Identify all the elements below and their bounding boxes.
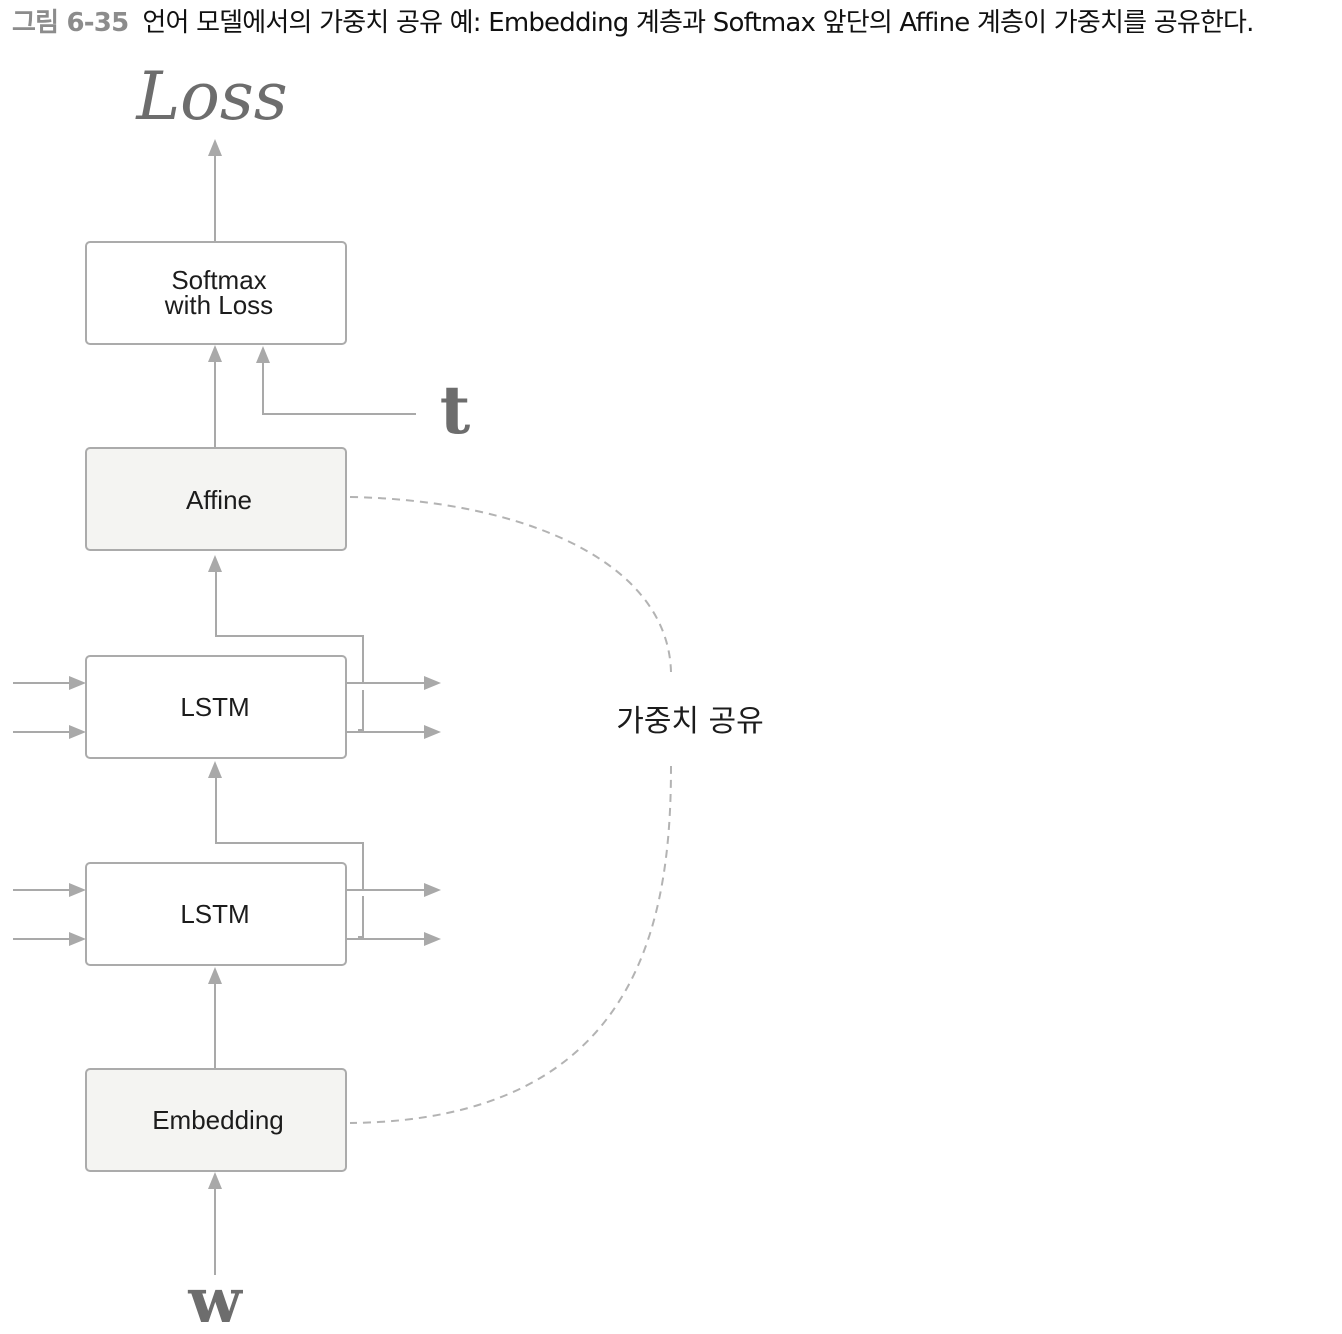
softmax-with-loss-layer: Softmax with Loss — [85, 241, 347, 345]
input-label: w — [187, 1264, 243, 1334]
arrow-lstm-to-affine — [208, 555, 364, 684]
lstm-upper-outgoing-arrows — [346, 676, 441, 739]
loss-label: Loss — [135, 58, 287, 135]
figure-caption: 그림 6-35 언어 모델에서의 가중치 공유 예: Embedding 계층과 … — [12, 6, 1340, 40]
arrow-embedding-to-lstm — [208, 967, 222, 1068]
softmax-label-line2: with Loss — [164, 290, 273, 320]
affine-layer: Affine — [85, 447, 347, 551]
affine-label: Affine — [186, 485, 252, 515]
arrow-input-to-embedding — [208, 1172, 222, 1275]
lstm-layer-upper: LSTM — [85, 655, 347, 759]
figure-number: 그림 6-35 — [12, 8, 129, 38]
arrow-lstm-to-lstm — [208, 761, 364, 890]
lstm-upper-label: LSTM — [180, 692, 249, 722]
lstm-lower-label: LSTM — [180, 899, 249, 929]
lstm-upper-incoming-arrows — [13, 676, 86, 739]
embedding-label: Embedding — [152, 1105, 284, 1135]
weight-sharing-label: 가중치 공유 — [616, 704, 764, 739]
lstm-lower-incoming-arrows — [13, 883, 86, 946]
weight-sharing-connector-lower — [349, 765, 672, 1124]
caption-text: 언어 모델에서의 가중치 공유 예: Embedding 계층과 Softmax… — [142, 8, 1254, 38]
embedding-layer: Embedding — [85, 1068, 347, 1172]
arrow-affine-to-softmax — [208, 345, 222, 447]
lstm-lower-outgoing-arrows — [346, 883, 441, 946]
arrow-softmax-to-loss — [208, 139, 222, 241]
softmax-label-line1: Softmax — [171, 265, 266, 295]
target-label: t — [440, 371, 471, 449]
weight-sharing-connector-upper — [349, 496, 672, 673]
lstm-layer-lower: LSTM — [85, 862, 347, 966]
arrow-target-to-softmax — [256, 346, 416, 415]
